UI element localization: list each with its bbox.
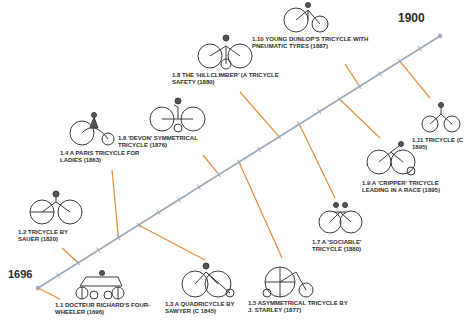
caption-label: 1.6 'DEVON' SYMMETRICAL TRICYCLE (1876) bbox=[118, 135, 213, 149]
caption-label: 1.1 DOCTEUR RICHARD'S FOUR-WHEELER (1696… bbox=[55, 302, 155, 316]
caption-label: 1.5 ASYMMETRICAL TRICYCLE BY J. STARLEY … bbox=[248, 300, 348, 314]
cripper-tricycle-drawing bbox=[367, 142, 415, 176]
year-label: 1696 bbox=[8, 268, 42, 281]
devon-tricycle-drawing bbox=[150, 98, 205, 132]
caption-label: 1.9 A 'CRIPPER' TRICYCLE LEADING IN A RA… bbox=[362, 180, 462, 194]
caption-label: 1.7 A 'SOCIABLE' TRICYCLE (1880) bbox=[312, 239, 387, 253]
caption-label: 1.2 TRICYCLE BY SAUER (1820) bbox=[18, 229, 90, 243]
quadricycle-drawing bbox=[182, 263, 234, 297]
caption-label: 1.3 A QUADRICYCLE BY SAWYER (C 1845) bbox=[165, 301, 245, 315]
caption-label: 1.11 TRICYCLE (C 1895) bbox=[412, 137, 466, 151]
four-wheeler-drawing bbox=[76, 271, 124, 300]
timeline-axis bbox=[36, 34, 442, 290]
asymmetrical-tricycle-drawing bbox=[263, 267, 313, 297]
caption-label: 1.4 A PARIS TRICYCLE FOR LADIES (1863) bbox=[60, 150, 150, 164]
sociable-tricycle-drawing bbox=[319, 203, 362, 234]
dunlop-tricycle-drawing bbox=[284, 3, 328, 33]
tricycle-drawing bbox=[422, 103, 460, 133]
hillclimber-drawing bbox=[198, 35, 252, 69]
sauer-tricycle-drawing bbox=[30, 191, 82, 224]
caption-label: 1.8 THE 'HILLCLIMBER' (A TRICYCLE SAFETY… bbox=[172, 72, 282, 86]
ladies-tricycle-drawing bbox=[70, 113, 114, 146]
year-label: 1900 bbox=[398, 12, 438, 26]
caption-label: 1.10 YOUNG DUNLOP'S TRICYCLE WITH PNEUMA… bbox=[252, 36, 370, 50]
